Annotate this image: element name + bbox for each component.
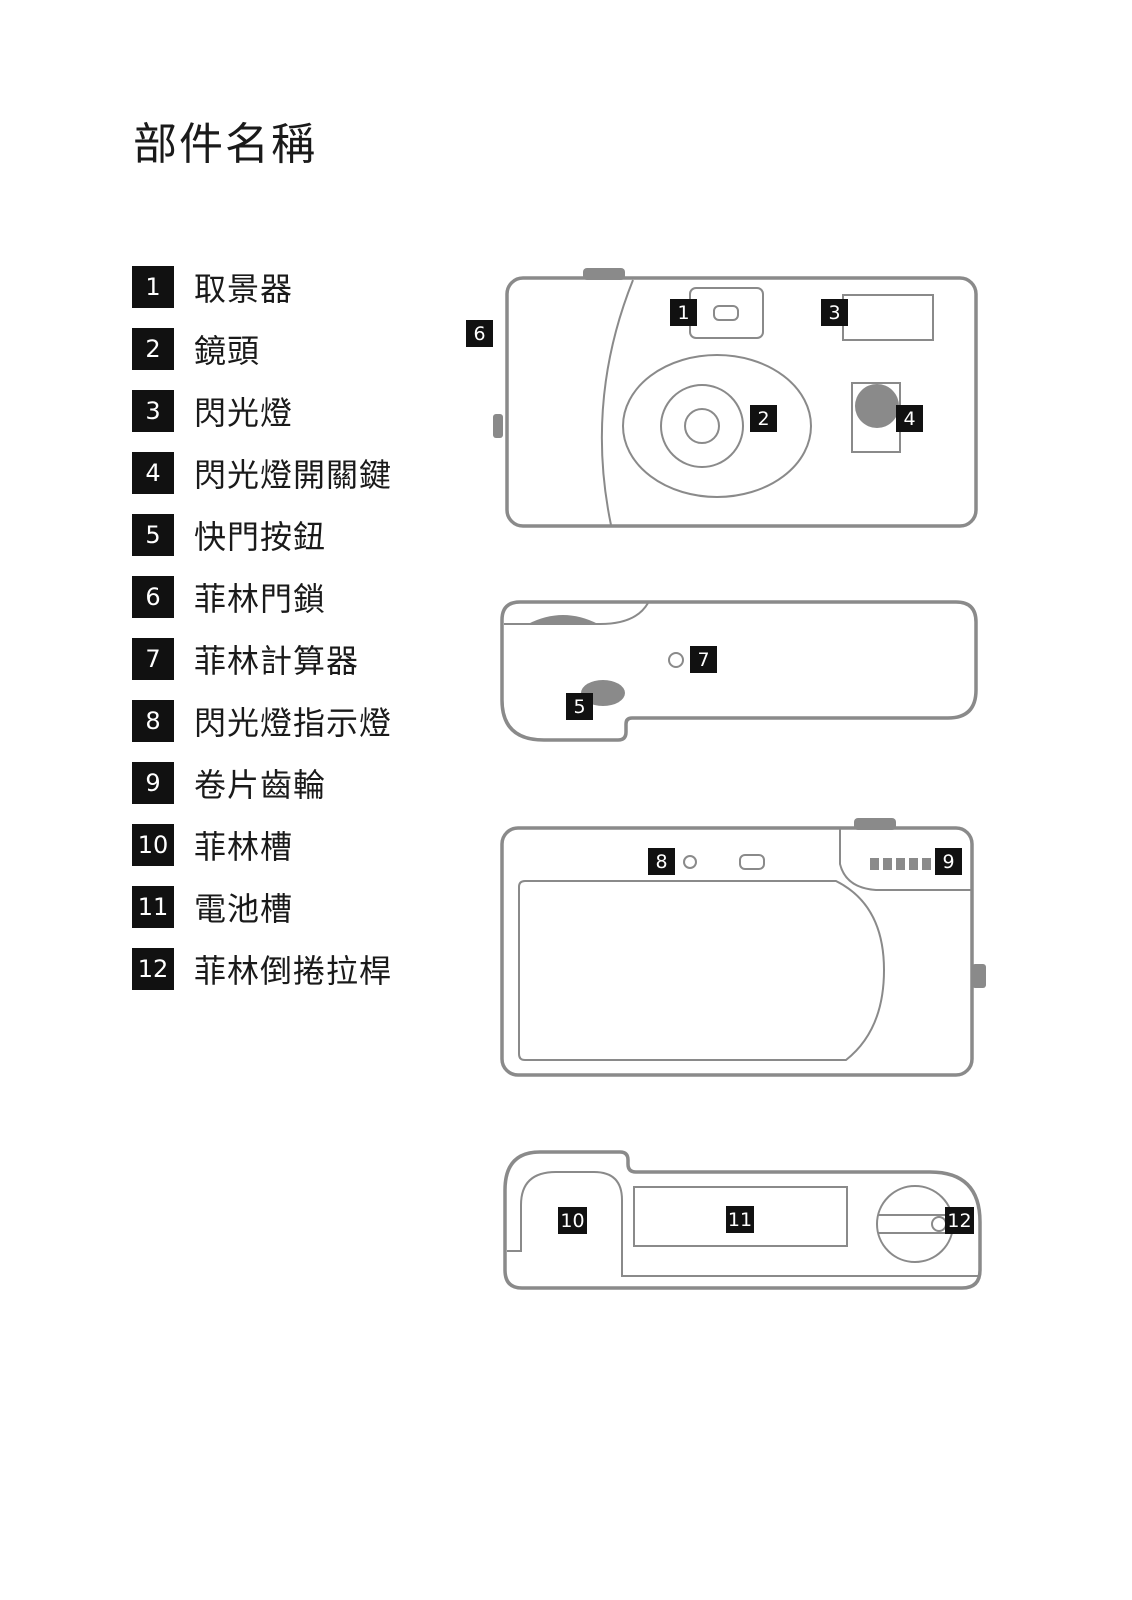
part-label: 菲林門鎖 xyxy=(194,580,327,618)
label-tag-10: 10 xyxy=(558,1207,587,1234)
part-number-badge: 11 xyxy=(132,886,174,928)
parts-list: 1 取景器 2 鏡頭 3 閃光燈 4 閃光燈開關鍵 5 快門按鈕 6 菲林門鎖 7 菲林計算器… xyxy=(132,266,392,1010)
part-label: 菲林槽 xyxy=(194,828,294,866)
part-item: 12 菲林倒捲拉桿 xyxy=(132,948,392,990)
camera-back-view: 8 9 xyxy=(500,818,986,1077)
rewind-lever-pin xyxy=(931,1216,947,1232)
part-item: 11 電池槽 xyxy=(132,886,392,928)
part-item: 2 鏡頭 xyxy=(132,328,392,370)
part-label: 閃光燈指示燈 xyxy=(194,704,393,742)
lens-housing xyxy=(622,354,812,498)
part-label: 電池槽 xyxy=(194,890,294,928)
part-number-badge: 8 xyxy=(132,700,174,742)
label-tag-5: 5 xyxy=(566,693,593,720)
flash xyxy=(842,294,934,341)
camera-bottom-view: 10 11 12 xyxy=(503,1150,982,1290)
wheel-area-outline xyxy=(839,829,972,891)
film-chamber-outline xyxy=(507,1171,978,1277)
svg-text:5: 5 xyxy=(573,696,585,718)
shutter-bump xyxy=(528,615,598,624)
svg-text:4: 4 xyxy=(903,408,915,430)
part-label: 菲林計算器 xyxy=(194,642,360,680)
svg-text:7: 7 xyxy=(697,649,709,671)
camera-body-outline xyxy=(503,1150,982,1290)
part-label: 菲林倒捲拉桿 xyxy=(194,952,393,990)
film-counter xyxy=(668,652,684,668)
part-item: 10 菲林槽 xyxy=(132,824,392,866)
label-tag-2: 2 xyxy=(750,405,777,432)
camera-body-outline xyxy=(500,600,978,742)
lens-center xyxy=(684,408,720,444)
viewfinder-window xyxy=(713,305,739,321)
part-number-badge: 1 xyxy=(132,266,174,308)
label-tag-6: 6 xyxy=(466,320,493,347)
svg-text:11: 11 xyxy=(728,1209,752,1231)
part-item: 5 快門按鈕 xyxy=(132,514,392,556)
top-edge-line xyxy=(504,602,649,625)
part-item: 1 取景器 xyxy=(132,266,392,308)
part-number-badge: 2 xyxy=(132,328,174,370)
part-number-badge: 6 xyxy=(132,576,174,618)
part-item: 3 閃光燈 xyxy=(132,390,392,432)
part-label: 取景器 xyxy=(194,270,294,308)
flash-indicator xyxy=(683,855,697,869)
part-number-badge: 7 xyxy=(132,638,174,680)
lens xyxy=(660,384,744,468)
back-door xyxy=(518,880,886,1061)
part-number-badge: 3 xyxy=(132,390,174,432)
part-label: 鏡頭 xyxy=(194,332,261,370)
camera-body-outline xyxy=(505,276,978,528)
label-tag-8: 8 xyxy=(648,848,675,875)
grip-curve xyxy=(600,279,634,526)
part-item: 7 菲林計算器 xyxy=(132,638,392,680)
part-label: 卷片齒輪 xyxy=(194,766,327,804)
svg-text:9: 9 xyxy=(942,851,954,873)
part-item: 9 卷片齒輪 xyxy=(132,762,392,804)
label-tag-4: 4 xyxy=(896,405,923,432)
film-door-latch xyxy=(493,414,503,438)
label-tag-11: 11 xyxy=(726,1206,754,1233)
label-tag-12: 12 xyxy=(945,1207,974,1234)
part-number-badge: 5 xyxy=(132,514,174,556)
camera-body-outline xyxy=(500,826,974,1077)
part-number-badge: 9 xyxy=(132,762,174,804)
svg-text:10: 10 xyxy=(560,1210,584,1232)
page-title: 部件名稱 xyxy=(133,119,317,170)
part-label: 快門按鈕 xyxy=(194,518,327,556)
camera-top-view: 5 7 xyxy=(500,600,978,742)
part-item: 4 閃光燈開關鍵 xyxy=(132,452,392,494)
viewfinder-eyepiece xyxy=(739,854,765,870)
film-advance-wheel xyxy=(870,858,931,870)
camera-front-view: 1 2 3 4 6 xyxy=(466,268,978,528)
viewfinder xyxy=(689,287,764,339)
battery-compartment xyxy=(633,1186,848,1247)
part-label: 閃光燈開關鍵 xyxy=(194,456,393,494)
svg-text:8: 8 xyxy=(655,851,667,873)
svg-text:12: 12 xyxy=(947,1210,971,1232)
part-number-badge: 12 xyxy=(132,948,174,990)
label-tag-1: 1 xyxy=(670,299,697,326)
part-label: 閃光燈 xyxy=(194,394,294,432)
svg-text:1: 1 xyxy=(677,302,689,324)
svg-text:6: 6 xyxy=(473,323,485,345)
part-number-badge: 10 xyxy=(132,824,174,866)
part-number-badge: 4 xyxy=(132,452,174,494)
rewind-knob xyxy=(876,1185,954,1263)
film-door-latch xyxy=(972,964,986,988)
part-item: 8 閃光燈指示燈 xyxy=(132,700,392,742)
svg-text:3: 3 xyxy=(828,302,840,324)
label-tag-3: 3 xyxy=(821,299,848,326)
label-tag-7: 7 xyxy=(690,646,717,673)
svg-text:2: 2 xyxy=(757,408,769,430)
label-tag-9: 9 xyxy=(935,848,962,875)
flash-switch xyxy=(855,384,899,428)
part-item: 6 菲林門鎖 xyxy=(132,576,392,618)
